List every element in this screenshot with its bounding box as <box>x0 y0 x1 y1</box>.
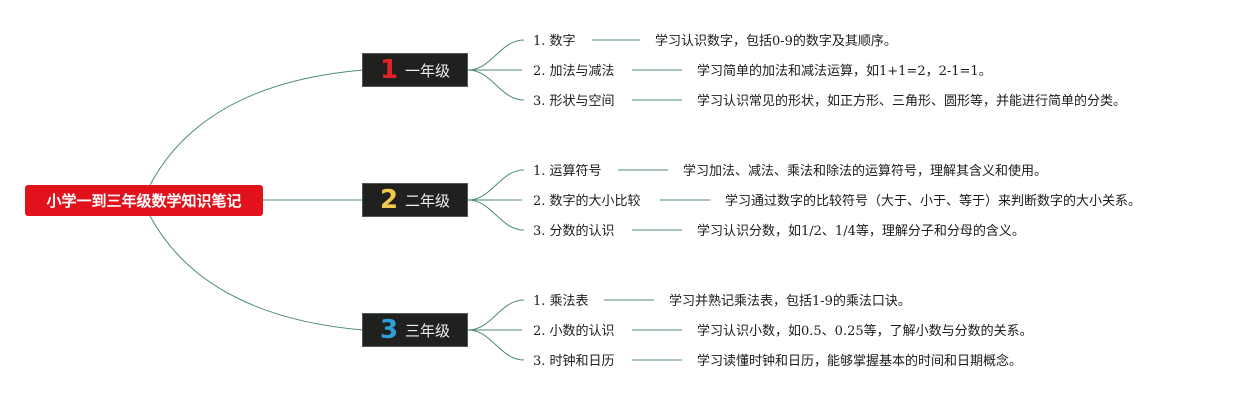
topic-label: 1. 数字 <box>533 34 576 49</box>
connector-grade-topic <box>467 299 525 331</box>
topic-label: 3. 时钟和日历 <box>533 354 615 369</box>
topic-description: 学习加法、减法、乘法和除法的运算符号，理解其含义和使用。 <box>683 164 1048 179</box>
topic-description: 学习认识数字，包括0-9的数字及其顺序。 <box>655 34 897 49</box>
topic-label: 2. 小数的认识 <box>533 324 615 339</box>
topic-label: 2. 加法与减法 <box>533 64 615 79</box>
grade-node-1[interactable]: 1 一年级 <box>362 53 468 87</box>
topic-label: 3. 分数的认识 <box>533 224 615 239</box>
grade-number: 2 <box>379 185 399 215</box>
grade-number: 1 <box>379 55 399 85</box>
connector-grade-topic <box>467 69 525 101</box>
connector-grade-topic <box>467 169 525 201</box>
root-title: 小学一到三年级数学知识笔记 <box>46 192 242 210</box>
grade-label: 一年级 <box>405 61 451 80</box>
topic-label: 1. 乘法表 <box>533 294 589 309</box>
topic-description: 学习读懂时钟和日历，能够掌握基本的时间和日期概念。 <box>697 354 1023 369</box>
connector-root-grade1 <box>149 69 364 186</box>
topic-description: 学习简单的加法和减法运算，如1+1=2，2-1=1。 <box>697 64 992 79</box>
topic-description: 学习认识小数，如0.5、0.25等，了解小数与分数的关系。 <box>697 324 1033 339</box>
topic-label: 3. 形状与空间 <box>533 94 615 109</box>
connector-grade-topic <box>467 199 525 231</box>
grade-label: 二年级 <box>405 191 451 210</box>
topic-description: 学习通过数字的比较符号（大于、小于、等于）来判断数字的大小关系。 <box>725 194 1142 209</box>
connector-grade-topic <box>467 39 525 71</box>
topic-label: 1. 运算符号 <box>533 164 602 179</box>
topic-label: 2. 数字的大小比较 <box>533 194 641 209</box>
grade-label: 三年级 <box>405 321 451 340</box>
grade-node-2[interactable]: 2 二年级 <box>362 183 468 217</box>
topic-description: 学习认识常见的形状，如正方形、三角形、圆形等，并能进行简单的分类。 <box>697 94 1127 109</box>
connector-root-grade3 <box>149 215 364 331</box>
topic-description: 学习并熟记乘法表，包括1-9的乘法口诀。 <box>669 294 911 309</box>
grade-number: 3 <box>379 315 399 345</box>
topic-description: 学习认识分数，如1/2、1/4等，理解分子和分母的含义。 <box>697 224 1025 239</box>
grade-node-3[interactable]: 3 三年级 <box>362 313 468 347</box>
connector-grade-topic <box>467 329 525 361</box>
root-node[interactable]: 小学一到三年级数学知识笔记 <box>25 185 263 216</box>
